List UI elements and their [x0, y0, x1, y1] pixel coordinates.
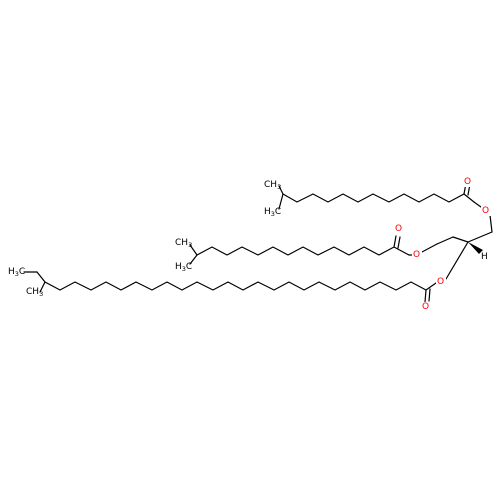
- methyl-top-a: CH3: [264, 180, 281, 191]
- chain-middle: [189, 235, 469, 265]
- methyl-top-b: H3C: [264, 207, 281, 218]
- methyl-bottom-b: CH3: [26, 287, 43, 298]
- oxygen-carbonyl-top: O: [464, 177, 471, 187]
- chain-bottom: [23, 241, 469, 303]
- methyl-bottom-a: H3C: [8, 267, 25, 278]
- oxygen-ester-bottom: O: [437, 277, 444, 287]
- chain-top: [278, 182, 493, 243]
- oxygen-carbonyl-bottom: O: [422, 302, 429, 312]
- oxygen-ester-top: O: [482, 206, 489, 216]
- methyl-middle-b: H3C: [175, 262, 192, 273]
- atom-labels: O O O O O O H CH3 H3C CH3 H3C H3C: [8, 177, 491, 312]
- methyl-middle-a: CH3: [175, 238, 192, 249]
- oxygen-ester-middle: O: [413, 250, 420, 260]
- stereo-wedge: [468, 242, 483, 254]
- hydrogen-stereo: H: [481, 252, 488, 262]
- oxygen-carbonyl-middle: O: [395, 224, 402, 234]
